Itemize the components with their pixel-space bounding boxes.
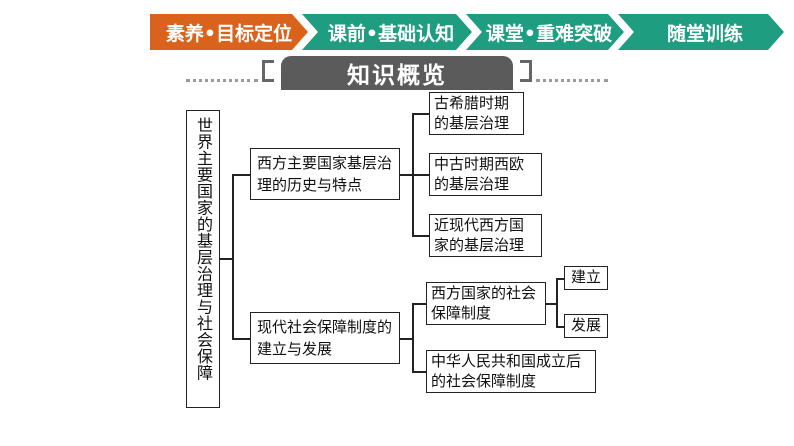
leaf-label: 中古时期西欧的基层治理 bbox=[434, 155, 525, 193]
section-nav: 素养•目标定位 课前•基础认知 课堂•重难突破 随堂训练 bbox=[0, 0, 794, 60]
connector-branch-2-vertical bbox=[412, 303, 414, 372]
connector-leaf-2 bbox=[412, 174, 429, 176]
connector-develop bbox=[556, 326, 564, 328]
banner-dotted-rule-right bbox=[536, 79, 608, 82]
connector-branch-2-out bbox=[400, 338, 412, 340]
banner-dotted-rule-left bbox=[186, 79, 258, 82]
section-title: 知识概览 bbox=[281, 56, 513, 90]
tab-pre-class-basics[interactable]: 课前•基础认知 bbox=[302, 14, 472, 50]
connector-leaf-1 bbox=[412, 113, 429, 115]
connector-leaf-3 bbox=[412, 235, 429, 237]
mindmap-branch-social-security: 现代社会保障制度的建立与发展 bbox=[250, 312, 400, 364]
connector-establish bbox=[556, 278, 564, 280]
mindmap-leaf-modern-west: 近现代西方国家的基层治理 bbox=[429, 214, 542, 257]
connector-leaf-5 bbox=[412, 371, 426, 373]
connector-leaf-4 bbox=[412, 303, 426, 305]
connector-western-out bbox=[546, 303, 556, 305]
banner-bracket-left bbox=[262, 60, 274, 82]
branch-label: 西方主要国家基层治理的历史与特点 bbox=[257, 154, 393, 194]
mindmap-branch-western-governance: 西方主要国家基层治理的历史与特点 bbox=[250, 148, 400, 200]
connector-root-vertical bbox=[232, 174, 234, 339]
leaf-label: 西方国家的社会保障制度 bbox=[431, 284, 537, 322]
tab-in-class-difficulties[interactable]: 课堂•重难突破 bbox=[466, 14, 624, 50]
mindmap-leaf-ancient-greece: 古希腊时期的基层治理 bbox=[429, 92, 524, 135]
mindmap-leaf-prc-social-security: 中华人民共和国成立后的社会保障制度 bbox=[426, 350, 596, 393]
connector-western-vertical bbox=[556, 278, 558, 327]
leaf-label: 建立 bbox=[570, 268, 601, 286]
leaf-label: 发展 bbox=[570, 316, 601, 334]
connector-branch-2 bbox=[232, 338, 250, 340]
banner-bracket-right bbox=[520, 60, 532, 82]
mindmap-root-label: 世界主要国家的基层治理与社会保障 bbox=[194, 117, 213, 381]
leaf-label: 近现代西方国家的基层治理 bbox=[434, 216, 525, 254]
mindmap-root: 世界主要国家的基层治理与社会保障 bbox=[186, 110, 220, 408]
tab-literacy-goals[interactable]: 素养•目标定位 bbox=[150, 14, 308, 50]
connector-branch-1 bbox=[232, 174, 250, 176]
leaf-label: 古希腊时期的基层治理 bbox=[434, 94, 510, 132]
mindmap-leaf-western-social-security: 西方国家的社会保障制度 bbox=[426, 282, 546, 325]
tab-practice[interactable]: 随堂训练 bbox=[618, 14, 784, 50]
connector-branch-1-out bbox=[400, 174, 412, 176]
leaf-label: 中华人民共和国成立后的社会保障制度 bbox=[431, 352, 582, 390]
mindmap-leaf-establish: 建立 bbox=[564, 266, 608, 290]
mindmap-leaf-develop: 发展 bbox=[564, 314, 608, 338]
branch-label: 现代社会保障制度的建立与发展 bbox=[257, 318, 393, 358]
connector-root bbox=[220, 258, 232, 260]
mindmap-leaf-medieval-europe: 中古时期西欧的基层治理 bbox=[429, 153, 542, 196]
